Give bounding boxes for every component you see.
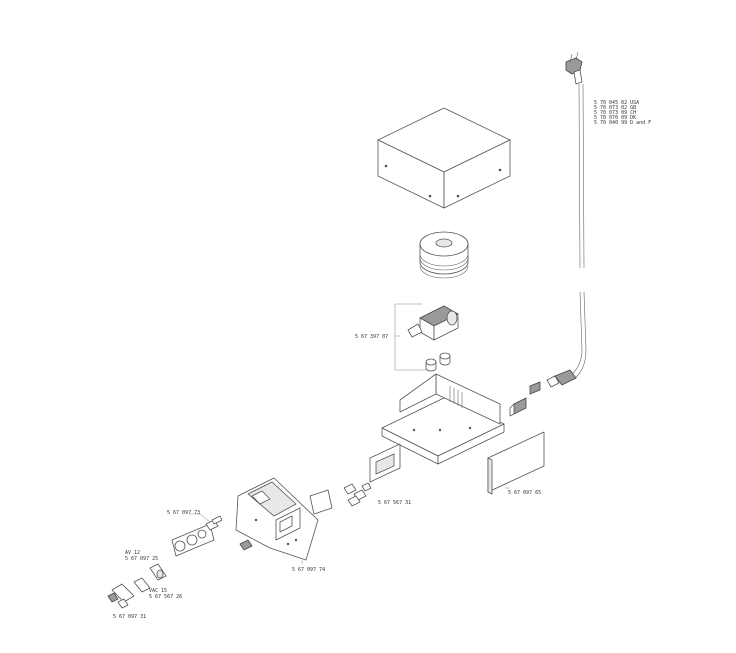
small-knob <box>239 539 253 551</box>
knob-assembly <box>171 515 223 557</box>
connector-part-number: 5 67 097 31 <box>113 614 146 620</box>
fuse-holder <box>529 381 541 395</box>
knob-part-number: 5 67 097 73 <box>167 510 200 516</box>
av-part-number: 5 67 097 25 <box>125 556 158 562</box>
front-panel-part-number: 5 67 097 74 <box>292 567 325 573</box>
transformer-leader <box>394 303 428 371</box>
cable-code-ch: 5 70 073 09 CH <box>594 110 636 116</box>
front-label-plate <box>309 489 333 515</box>
terminal-part-number: 5 67 567 31 <box>378 500 411 506</box>
power-cable <box>546 51 587 388</box>
connector-jack <box>107 583 135 609</box>
transformer-part-number: 5 67 397 07 <box>355 334 388 340</box>
cable-code-d-and-f: 5 70 040 99 D and F <box>594 120 651 126</box>
front-panel <box>235 477 319 561</box>
cable-code-gb: 5 70 073 02 GB <box>594 105 636 111</box>
solenoid-assembly <box>407 305 459 341</box>
terminal-block <box>343 482 372 507</box>
voltage-selector-av <box>149 563 167 581</box>
vac-part-number: 5 67 567 26 <box>149 594 182 600</box>
cable-codes: 5 70 045 02 USA 5 70 073 02 GB 5 70 073 … <box>594 100 651 126</box>
cable-code-dk: 5 70 070 09 DK <box>594 115 636 121</box>
voltage-selector-vac <box>133 577 151 593</box>
heatsink <box>449 386 463 408</box>
vac-label: VAC 15 <box>149 588 167 594</box>
av-label: AV 12 <box>125 550 140 556</box>
meter-panel <box>369 443 401 483</box>
back-panel-part-number: 5 67 097 65 <box>508 490 541 496</box>
mains-socket <box>509 397 527 417</box>
toroidal-transformer <box>419 231 469 279</box>
back-panel <box>487 431 545 495</box>
cable-code-usa: 5 70 045 02 USA <box>594 100 639 106</box>
rubber-feet <box>425 352 451 372</box>
chassis <box>381 373 505 465</box>
top-cover <box>377 107 511 209</box>
